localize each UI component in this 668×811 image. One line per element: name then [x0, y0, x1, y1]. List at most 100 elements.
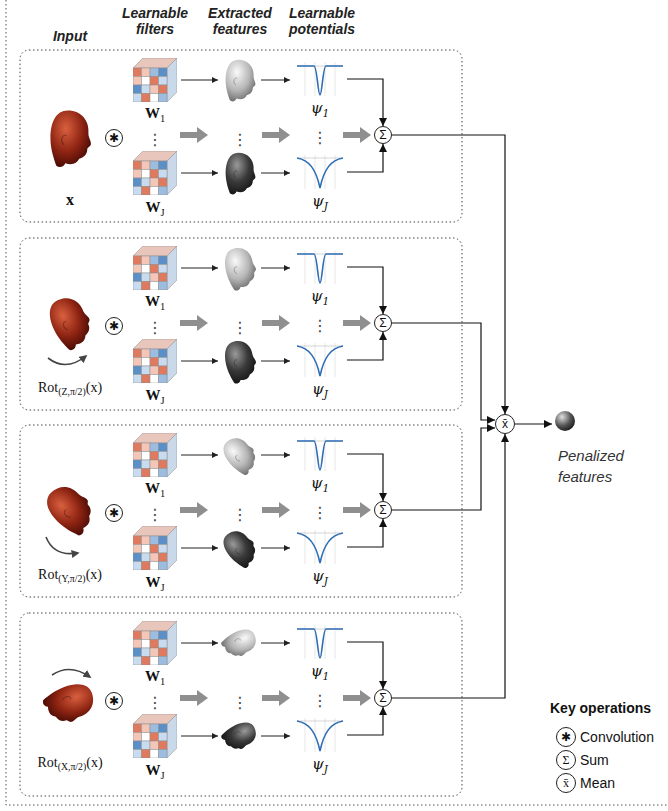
node-text: ✱ — [109, 695, 119, 707]
node-text: ψ1 — [311, 474, 329, 492]
feature-head — [226, 60, 256, 102]
output-sphere — [555, 411, 575, 431]
filter-label: W1 — [145, 480, 165, 497]
text-part: (x) — [86, 380, 102, 395]
ellipsis: ⋮ — [312, 318, 328, 334]
text-part: J — [160, 582, 164, 593]
ellipsis: ⋮ — [232, 132, 248, 148]
node-text: Σ — [379, 504, 386, 516]
flow-arrow — [261, 548, 290, 549]
potential-plot — [297, 437, 343, 471]
flow-arrow — [261, 736, 290, 737]
connector — [347, 267, 383, 314]
text-part: W — [145, 199, 160, 215]
text-part: (Z,π/2) — [58, 386, 86, 397]
wide-arrow — [180, 690, 208, 706]
ellipsis: ⋮ — [147, 320, 163, 336]
filter-cube — [133, 621, 177, 665]
feature-head — [219, 718, 260, 755]
legend-title: Key operations — [550, 700, 651, 716]
potential-node: ψJ — [293, 153, 347, 210]
connector — [347, 79, 383, 126]
flow-arrow — [181, 173, 218, 174]
connector — [347, 642, 383, 689]
text-part: J — [324, 763, 328, 775]
text-part: (X,π/2) — [58, 761, 87, 772]
node-text: ψJ — [312, 567, 328, 585]
text-part: J — [324, 200, 328, 212]
connector — [347, 707, 383, 735]
feature-head — [222, 245, 260, 292]
text-part: 1 — [160, 488, 165, 499]
node-text: ψ1 — [311, 662, 329, 680]
feature-head — [222, 338, 260, 385]
filter-label: WJ — [145, 387, 164, 404]
node-text: ✱ — [109, 507, 119, 519]
text-part: W — [145, 574, 160, 590]
text-part: ψ — [311, 662, 323, 680]
node-text: ψ1 — [311, 287, 329, 305]
potential-plot — [297, 343, 343, 377]
ellipsis: ⋮ — [232, 320, 248, 336]
text-part: Rot — [38, 567, 58, 582]
panel-frame — [20, 613, 462, 796]
feature-head — [219, 625, 260, 662]
filter-label: W1 — [145, 668, 165, 685]
wide-arrow — [343, 502, 371, 518]
filter-label: W1 — [145, 293, 165, 310]
panel-frame — [20, 238, 462, 410]
convolution-operator: ✱ — [105, 692, 123, 710]
output-node: Penalized features — [552, 409, 644, 487]
potential-plot — [297, 62, 343, 96]
ellipsis: ⋮ — [232, 695, 248, 711]
input-label: x — [66, 191, 74, 209]
text-part: ψ — [312, 192, 324, 210]
ellipsis: ⋮ — [312, 693, 328, 709]
flow-arrow — [181, 361, 218, 362]
flow-arrow — [261, 268, 290, 269]
flow-arrow — [181, 736, 218, 737]
text-part: Rot — [38, 380, 58, 395]
text-part: 1 — [160, 113, 165, 124]
connector — [392, 135, 505, 414]
filter-cube — [133, 526, 177, 570]
text-part: W — [145, 668, 160, 684]
rotation-arrow — [48, 356, 86, 365]
text-part: 1 — [160, 676, 165, 687]
convolution-operator: ✱ — [105, 129, 123, 147]
text-part: J — [324, 575, 328, 587]
filter-label: WJ — [145, 199, 164, 216]
connector — [347, 519, 383, 547]
legend-entry: Sum — [580, 752, 609, 768]
wide-arrow — [262, 315, 290, 331]
convolution-operator: ✱ — [105, 317, 123, 335]
operator-symbol: ✱ — [556, 727, 576, 747]
branch-panel — [20, 425, 462, 597]
filter-cube — [133, 58, 177, 102]
mean-operator: x̄ — [495, 414, 515, 434]
node-text: x̄ — [502, 418, 508, 430]
ellipsis: ⋮ — [147, 695, 163, 711]
connector — [347, 144, 383, 172]
wide-arrow — [180, 502, 208, 518]
node-text: ψJ — [312, 380, 328, 398]
panel-frame — [20, 50, 462, 222]
column-header: Input — [28, 28, 112, 44]
connector — [392, 323, 495, 420]
flow-arrow — [181, 80, 218, 81]
connector — [347, 332, 383, 360]
filter-label: WJ — [145, 574, 164, 591]
node-text: ψ1 — [311, 99, 329, 117]
feature-head — [218, 432, 263, 478]
text-part: ψ — [312, 755, 324, 773]
legend-text: Mean — [580, 775, 615, 791]
connector — [515, 423, 552, 424]
potential-node: ψJ — [293, 341, 347, 398]
feature-head — [218, 525, 263, 571]
text-part: J — [160, 207, 164, 218]
text-part: 1 — [160, 301, 165, 312]
potential-node: ψ1 — [293, 435, 347, 492]
legend-entry: Mean — [580, 775, 615, 791]
node-text: Penalized features — [558, 447, 624, 485]
